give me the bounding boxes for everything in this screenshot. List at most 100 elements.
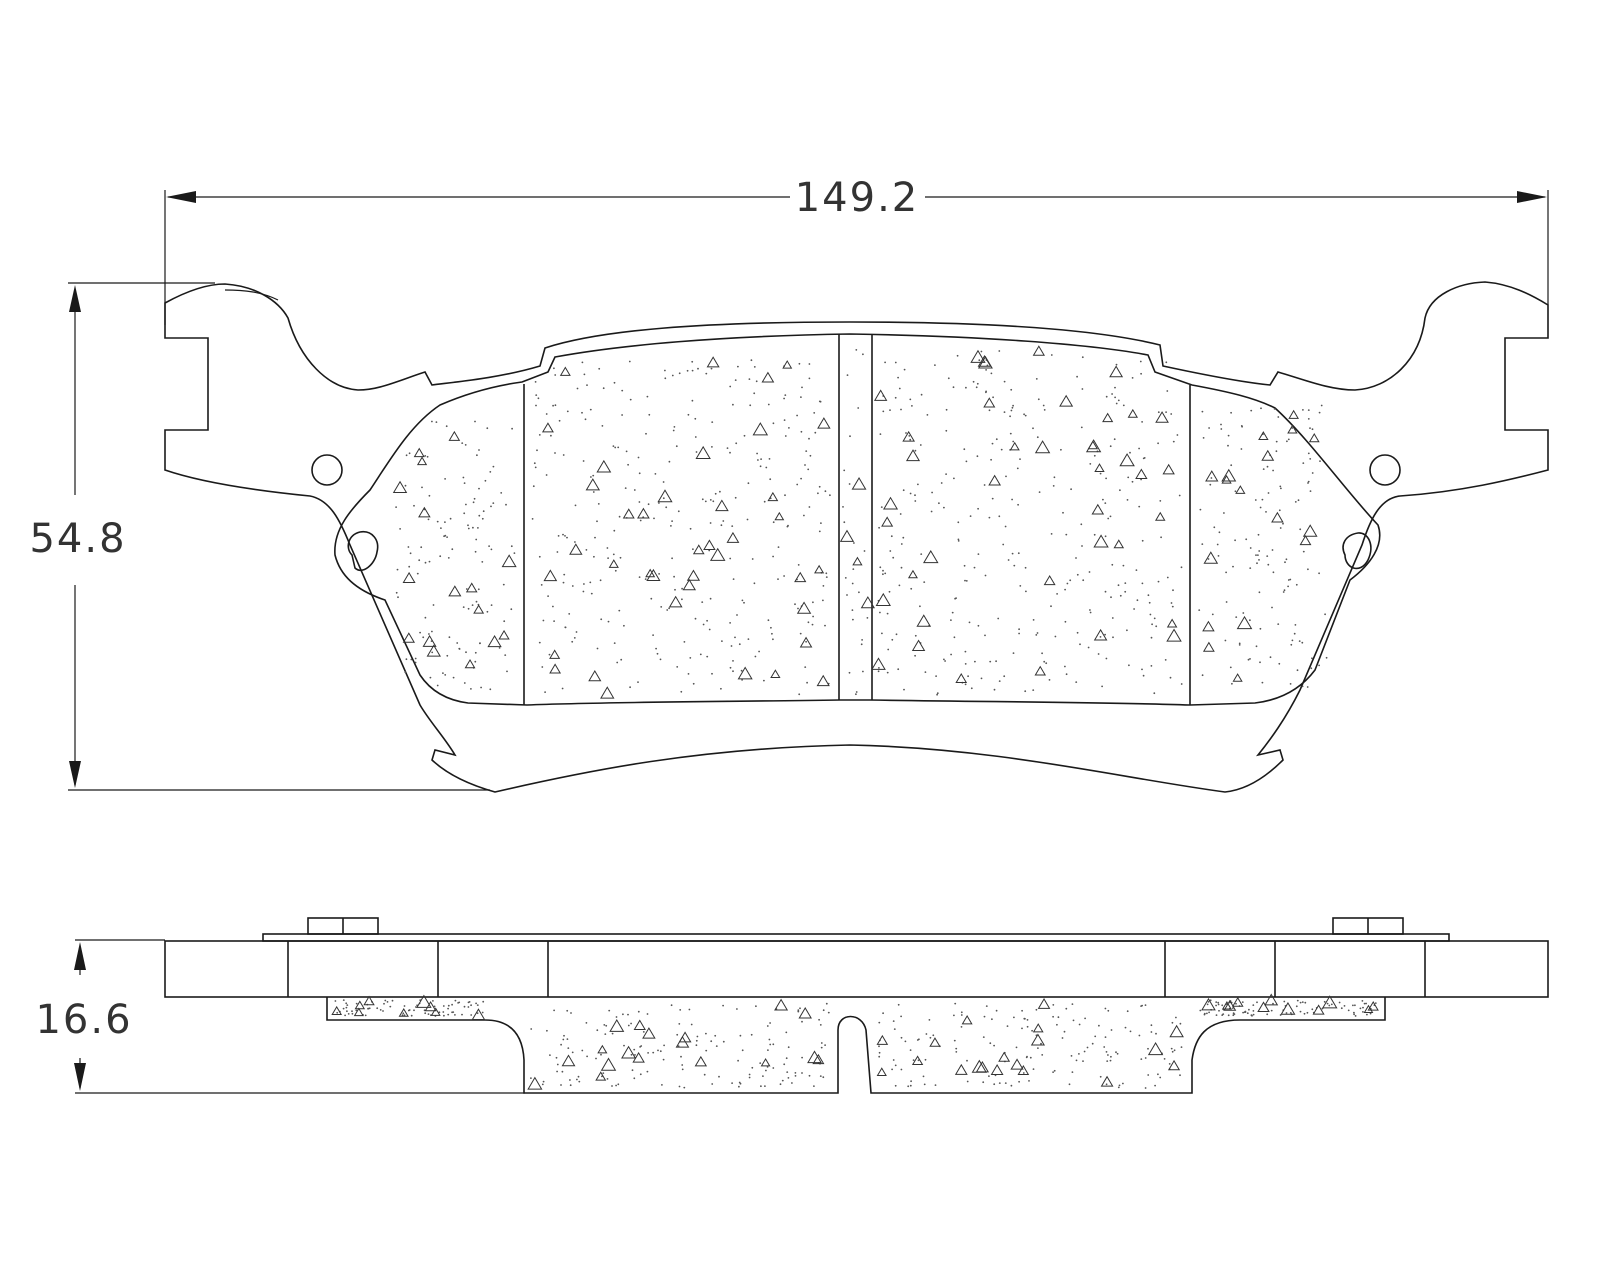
friction-dot <box>783 397 785 400</box>
friction-particle <box>1287 424 1298 434</box>
friction-dot <box>664 377 667 380</box>
friction-dot <box>910 587 913 590</box>
friction-dot <box>1287 438 1290 441</box>
friction-dot <box>1261 681 1264 684</box>
friction-dot <box>416 572 419 575</box>
friction-dot <box>1209 483 1212 486</box>
friction-particle <box>1236 615 1253 630</box>
friction-dot <box>1307 480 1310 483</box>
friction-dot <box>447 1007 449 1010</box>
friction-dot <box>397 596 399 599</box>
friction-dot <box>1035 378 1038 380</box>
friction-dot <box>576 387 579 390</box>
friction-dot <box>1273 408 1276 410</box>
friction-dot <box>1238 642 1241 645</box>
friction-dot <box>424 1012 427 1015</box>
friction-dot <box>1374 1002 1377 1004</box>
friction-dot <box>1275 440 1278 443</box>
friction-dot <box>1045 662 1048 665</box>
friction-particle <box>559 366 571 376</box>
friction-dot <box>709 499 712 501</box>
friction-dot <box>741 599 744 602</box>
friction-dot <box>692 548 694 551</box>
friction-dot <box>1003 675 1006 678</box>
friction-dot <box>812 601 814 604</box>
friction-dot <box>490 604 493 606</box>
friction-dot <box>1116 1052 1119 1055</box>
friction-dot <box>1040 1042 1042 1045</box>
friction-dot <box>1061 1037 1064 1039</box>
friction-dot <box>788 427 790 429</box>
friction-dot <box>1311 428 1314 431</box>
friction-dot <box>1330 1003 1333 1006</box>
friction-dot <box>892 1059 895 1061</box>
friction-dot <box>819 1075 822 1077</box>
friction-dot <box>1271 606 1273 609</box>
friction-dot <box>824 1044 826 1046</box>
backing-plate-outline <box>164 281 1549 793</box>
friction-dot <box>1071 1071 1074 1073</box>
friction-dot <box>1208 427 1210 429</box>
friction-dot <box>805 450 808 452</box>
friction-dot <box>1290 643 1293 646</box>
friction-dot <box>678 1085 681 1088</box>
friction-dot <box>995 660 997 663</box>
friction-dot <box>379 1009 382 1011</box>
friction-dot <box>801 1072 803 1074</box>
friction-dot <box>1234 490 1237 493</box>
friction-dot <box>1006 1025 1009 1027</box>
friction-dot <box>1215 1001 1218 1003</box>
friction-dot <box>1282 591 1285 593</box>
friction-dot <box>923 1083 926 1086</box>
friction-dot <box>1301 1001 1304 1003</box>
friction-dot <box>950 619 952 621</box>
friction-dot <box>1221 1014 1224 1016</box>
friction-dot <box>855 691 858 693</box>
friction-dot <box>893 1028 896 1030</box>
friction-dot <box>445 425 448 428</box>
friction-dot <box>808 363 811 365</box>
friction-dot <box>808 437 810 440</box>
friction-dot <box>1140 1058 1143 1060</box>
friction-dot <box>513 552 516 554</box>
friction-dot <box>955 1051 958 1053</box>
friction-dot <box>722 1004 724 1007</box>
friction-dot <box>623 624 625 627</box>
friction-dot <box>500 492 503 494</box>
friction-dot <box>1366 1013 1368 1016</box>
friction-particle <box>448 585 462 597</box>
friction-dot <box>1302 462 1305 464</box>
friction-particle <box>911 1055 924 1066</box>
friction-dot <box>1277 416 1280 418</box>
friction-dot <box>772 555 774 558</box>
friction-dot <box>1131 480 1134 483</box>
friction-dot <box>1111 617 1114 619</box>
friction-dot <box>1295 583 1298 586</box>
friction-dot <box>1311 472 1314 474</box>
friction-dot <box>1148 601 1151 604</box>
friction-particle <box>600 686 615 699</box>
friction-dot <box>1277 623 1280 625</box>
friction-dot <box>638 501 641 503</box>
friction-dot <box>852 618 854 621</box>
friction-dot <box>1227 1014 1230 1017</box>
friction-particle <box>1261 449 1275 461</box>
friction-dot <box>719 490 721 493</box>
friction-dot <box>923 581 926 583</box>
friction-dot <box>599 579 602 582</box>
friction-dot <box>978 359 981 362</box>
friction-dot <box>690 1023 693 1026</box>
friction-dot <box>879 433 882 435</box>
friction-dot <box>1180 566 1183 569</box>
friction-dot <box>1052 1004 1055 1006</box>
friction-dot <box>594 536 596 539</box>
friction-dot <box>476 1012 479 1015</box>
friction-dot <box>1258 550 1261 552</box>
wear-notch-left <box>347 530 379 572</box>
friction-dot <box>1266 555 1269 557</box>
friction-dot <box>660 606 663 608</box>
friction-dot <box>585 1022 588 1024</box>
friction-dot <box>1032 619 1035 621</box>
friction-dot <box>472 501 475 504</box>
friction-dot <box>1025 1056 1028 1059</box>
